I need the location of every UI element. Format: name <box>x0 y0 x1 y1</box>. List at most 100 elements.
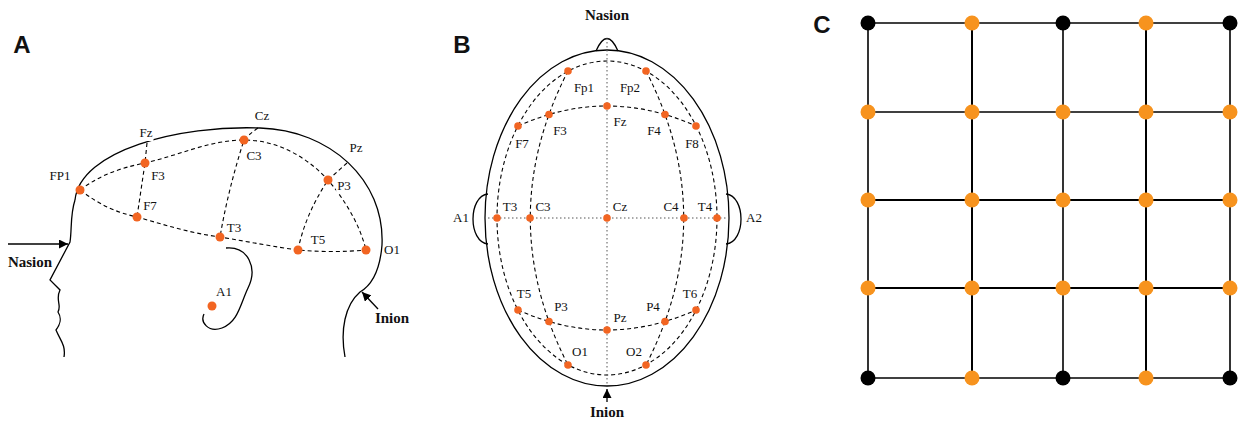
electrode-dot <box>692 306 700 314</box>
electrode-label: T3 <box>502 199 518 215</box>
grid-dot <box>1139 193 1154 208</box>
electrode-label: C4 <box>662 199 679 215</box>
landmark-label: Inion <box>590 403 624 420</box>
electrode-label: P3 <box>336 178 352 194</box>
grid-dot <box>965 193 980 208</box>
dashed-meridian <box>220 128 258 237</box>
ear-outline <box>473 194 488 244</box>
pointer-arrow <box>362 292 378 309</box>
side-electrodes <box>76 136 371 311</box>
reference-dot <box>1056 16 1071 31</box>
head-outline <box>485 50 729 386</box>
grid-dot <box>1056 281 1071 296</box>
electrode-dot <box>240 136 249 145</box>
reference-dot <box>861 16 876 31</box>
electrode-dot <box>603 102 611 110</box>
grid-dot <box>965 371 980 386</box>
electrode-label: F3 <box>552 123 568 139</box>
electrode-label: Fz <box>613 114 628 130</box>
reference-dot <box>1223 371 1238 386</box>
landmark-label: Nasion <box>8 254 52 271</box>
grid-dot <box>861 281 876 296</box>
electrode-dot <box>526 214 534 222</box>
top-view-lines <box>497 61 717 375</box>
electrode-label: O1 <box>571 344 589 360</box>
head-outline <box>75 128 382 357</box>
electrode-label: Cz <box>612 199 628 215</box>
grid-dot <box>1056 193 1071 208</box>
electrode-dot <box>713 214 721 222</box>
electrode-label: P4 <box>645 299 661 315</box>
electrode-label: C3 <box>245 148 262 164</box>
electrode-label: T6 <box>682 286 698 302</box>
electrode-label: F4 <box>646 123 662 139</box>
electrode-dot <box>76 186 85 195</box>
electrode-dot <box>661 111 669 119</box>
grid-dots <box>861 16 1238 386</box>
electrode-dot <box>216 233 225 242</box>
ear-outline <box>203 248 252 329</box>
electrode-dot <box>324 176 333 185</box>
electrode-dot <box>545 111 553 119</box>
top-view <box>473 39 741 387</box>
electrode-dot <box>661 318 669 326</box>
electrode-dot <box>603 326 611 334</box>
dashed-circumference <box>497 61 717 375</box>
electrode-dot <box>564 361 572 369</box>
electrode-label: Fp1 <box>573 80 595 96</box>
electrode-label: T5 <box>310 232 326 248</box>
grid-dot <box>1056 105 1071 120</box>
grid-dot <box>861 105 876 120</box>
panel-letter: A <box>13 31 30 59</box>
electrode-dot <box>603 214 611 222</box>
dashed-meridian <box>298 163 347 250</box>
grid-dot <box>1139 281 1154 296</box>
electrode-label: Pz <box>349 140 364 156</box>
electrode-dot <box>294 246 303 255</box>
grid-line <box>868 199 1230 201</box>
landmark-label: Inion <box>375 310 409 327</box>
electrode-dot <box>133 213 142 222</box>
reference-dot <box>1223 16 1238 31</box>
side-view <box>50 128 382 357</box>
electrode-label: F3 <box>150 168 166 184</box>
grid-dot <box>861 193 876 208</box>
electrode-label: Pz <box>613 310 628 326</box>
midlines <box>488 38 726 386</box>
electrode-label: T4 <box>697 199 713 215</box>
pointer-arrow <box>606 389 607 402</box>
electrode-label: F7 <box>514 136 530 152</box>
electrode-dot <box>545 318 553 326</box>
grid-line <box>868 22 1230 24</box>
pointer-arrow <box>8 243 68 244</box>
grid-dot <box>965 16 980 31</box>
dashed-arc <box>80 140 366 250</box>
electrode-dot <box>208 302 217 311</box>
grid-dot <box>1139 105 1154 120</box>
grid-line <box>868 377 1230 379</box>
electrode-label: Fp2 <box>619 80 641 96</box>
electrode-label: Fz <box>139 125 154 141</box>
electrode-dot <box>493 214 501 222</box>
electrode-label: C3 <box>534 199 551 215</box>
electrode-dot <box>692 122 700 130</box>
grid-line <box>868 287 1230 289</box>
grid-dot <box>1223 281 1238 296</box>
electrode-label: A1 <box>215 284 233 300</box>
panel-letter: B <box>453 31 470 59</box>
electrode-dot <box>514 306 522 314</box>
grid-dot <box>965 281 980 296</box>
nose-outline <box>596 39 618 52</box>
electrode-label: O1 <box>383 242 401 258</box>
reference-dot <box>861 371 876 386</box>
grid-dot <box>1139 371 1154 386</box>
grid-dot <box>1223 193 1238 208</box>
grid-dot <box>965 105 980 120</box>
electrode-label: O2 <box>625 344 643 360</box>
landmark-label: Nasion <box>585 7 629 24</box>
side-view-lines <box>80 128 366 252</box>
electrode-label: F8 <box>684 136 700 152</box>
face-profile <box>50 200 75 357</box>
electrode-dot <box>642 67 650 75</box>
electrode-label: T5 <box>516 286 532 302</box>
